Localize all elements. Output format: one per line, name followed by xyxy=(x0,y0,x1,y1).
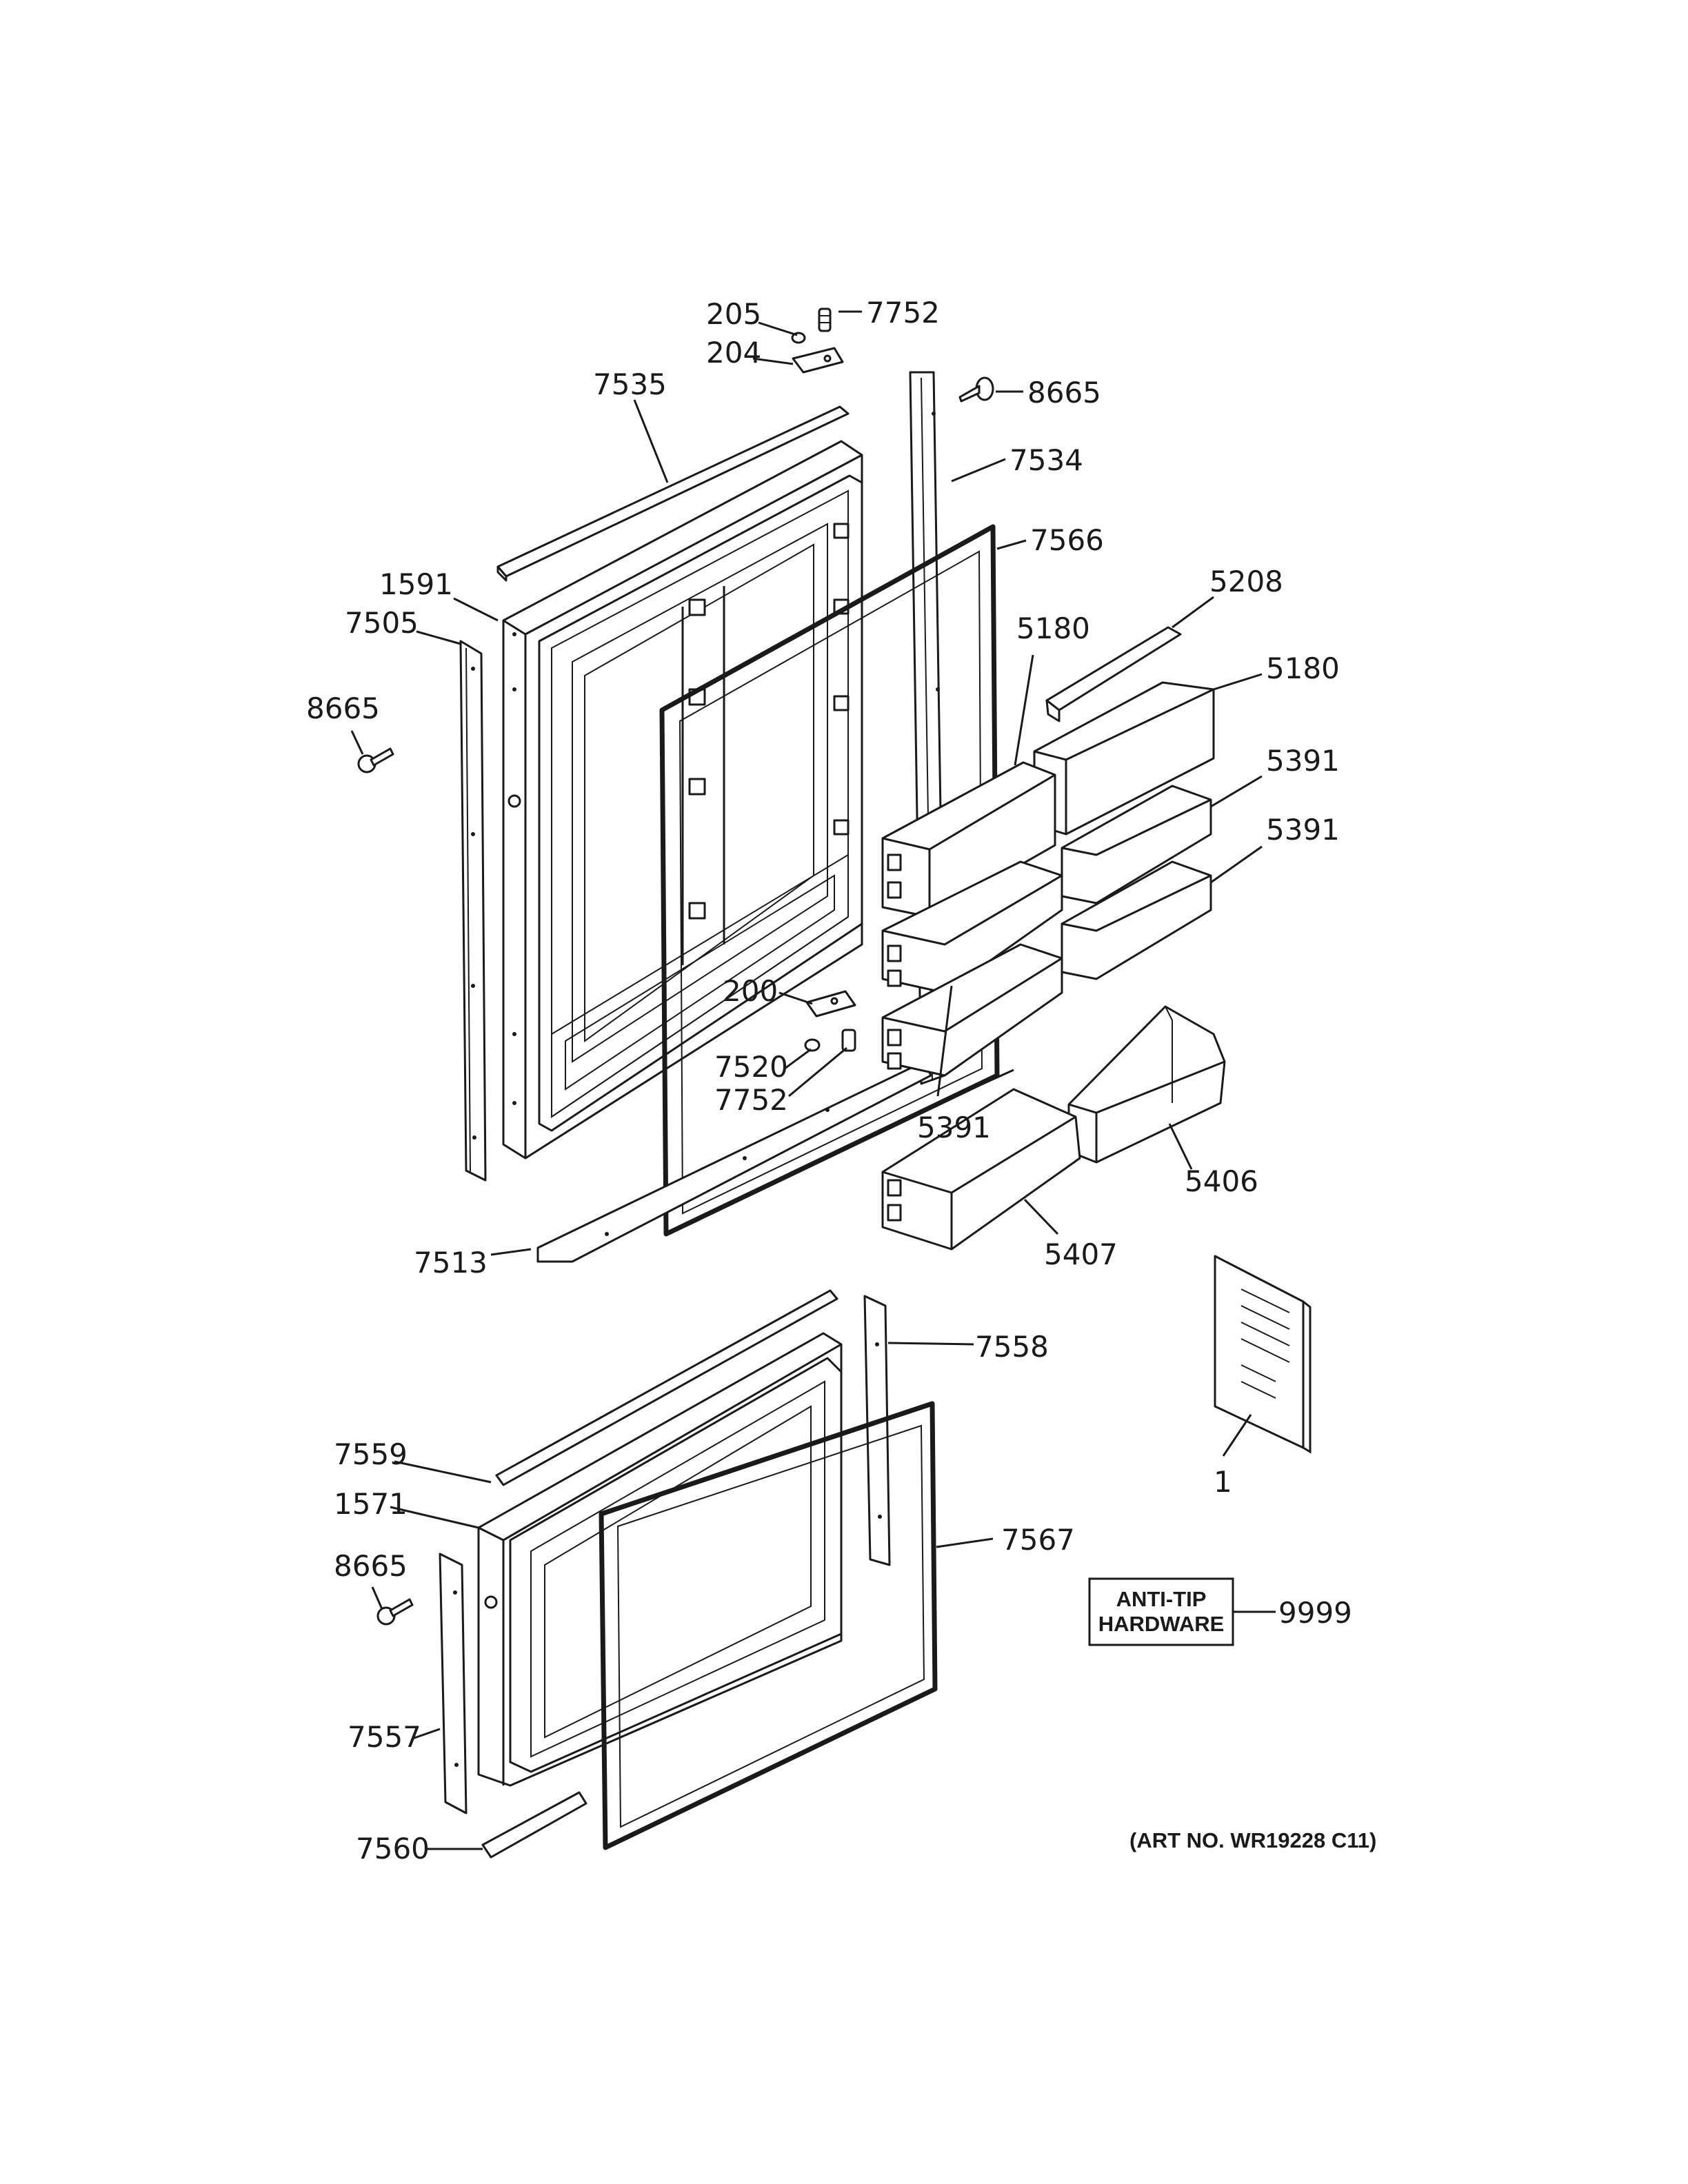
part-1591-door-panel xyxy=(502,440,863,1160)
callout-5391-c: 5391 xyxy=(917,1111,991,1144)
art-number: (ART NO. WR19228 C11) xyxy=(1129,1828,1376,1852)
callout-5180-left: 5180 xyxy=(1016,611,1090,645)
screw-8665-bottom xyxy=(376,1598,414,1626)
callout-5208: 5208 xyxy=(1209,565,1283,598)
top-hinge-hardware xyxy=(791,307,844,374)
callout-8665-left: 8665 xyxy=(306,691,380,725)
callout-7558: 7558 xyxy=(975,1330,1049,1364)
callout-labels: 205 7752 204 8665 7535 7534 7566 5208 15… xyxy=(306,296,1352,1866)
part-1-manual xyxy=(1214,1255,1312,1454)
part-5391-bin-left-lower xyxy=(881,943,1063,1077)
callout-204: 204 xyxy=(706,336,761,370)
lower-hinge-hardware xyxy=(804,990,856,1052)
callout-8665-bottom: 8665 xyxy=(334,1549,408,1583)
part-5208-rail xyxy=(1045,626,1182,722)
leader-lines xyxy=(350,310,1263,1850)
callout-7566: 7566 xyxy=(1030,523,1104,557)
part-7513-bottom-trim xyxy=(536,1060,932,1263)
callout-7752-mid: 7752 xyxy=(714,1083,788,1117)
part-7557-side-trim xyxy=(439,1553,468,1814)
part-7560-bottom-trim xyxy=(481,1791,587,1859)
callout-5406: 5406 xyxy=(1185,1164,1258,1198)
callout-1: 1 xyxy=(1214,1465,1232,1499)
callout-7560: 7560 xyxy=(356,1832,430,1866)
part-5391-bin-left-middle xyxy=(881,860,1063,994)
callout-7567: 7567 xyxy=(1001,1523,1075,1557)
screw-8665-left xyxy=(357,747,394,774)
callout-7559: 7559 xyxy=(334,1437,408,1471)
part-5407-bin xyxy=(881,1088,1081,1251)
callout-205: 205 xyxy=(706,297,761,331)
anti-tip-line1: ANTI-TIP xyxy=(1116,1587,1207,1611)
part-7505-side-trim xyxy=(459,640,487,1182)
callout-5407: 5407 xyxy=(1044,1237,1118,1271)
callout-5391-a: 5391 xyxy=(1266,744,1340,778)
callout-5391-b: 5391 xyxy=(1266,813,1340,847)
part-7566-gasket xyxy=(659,524,1000,1237)
anti-tip-line2: HARDWARE xyxy=(1098,1612,1225,1636)
callout-7505: 7505 xyxy=(345,606,419,640)
screw-8665-top xyxy=(958,376,994,403)
callout-5180-right: 5180 xyxy=(1266,651,1340,685)
callout-8665-top: 8665 xyxy=(1027,376,1101,410)
callout-7752-top: 7752 xyxy=(866,296,940,330)
callout-7513: 7513 xyxy=(414,1246,488,1280)
part-5180-bin-left xyxy=(881,761,1056,918)
part-1571-freezer-door xyxy=(477,1332,843,1787)
part-7567-freezer-gasket xyxy=(599,1401,938,1850)
part-5406-bin xyxy=(1067,1005,1226,1164)
callout-7535: 7535 xyxy=(593,367,667,401)
callout-7520: 7520 xyxy=(714,1050,788,1084)
part-7535-top-trim xyxy=(496,405,850,582)
callout-9999: 9999 xyxy=(1278,1596,1352,1630)
callout-7557: 7557 xyxy=(348,1720,421,1754)
callout-1591: 1591 xyxy=(379,567,453,601)
anti-tip-hardware-box: ANTI-TIP HARDWARE xyxy=(1088,1577,1276,1646)
part-7558-side-trim xyxy=(863,1295,891,1566)
callout-1571: 1571 xyxy=(334,1487,408,1521)
part-7559-top-trim xyxy=(495,1289,838,1486)
callout-200: 200 xyxy=(723,974,778,1008)
callout-7534: 7534 xyxy=(1009,443,1083,477)
